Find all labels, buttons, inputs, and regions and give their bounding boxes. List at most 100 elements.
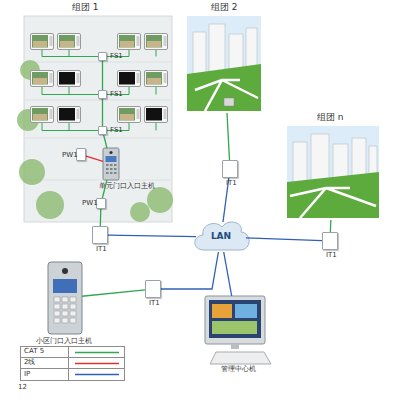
pc-screen-window bbox=[235, 304, 257, 318]
device-label: PW1 bbox=[62, 152, 78, 160]
floor-switch: FS1 bbox=[98, 126, 107, 135]
legend-cell: IP bbox=[21, 369, 69, 380]
indoor-monitor bbox=[118, 71, 141, 87]
network-cable bbox=[102, 61, 103, 90]
legend-sample bbox=[69, 348, 124, 357]
lawn bbox=[287, 172, 379, 218]
key bbox=[110, 164, 113, 166]
key bbox=[62, 297, 68, 302]
trees bbox=[17, 60, 173, 222]
gate-station-keypad bbox=[54, 297, 76, 323]
footpath bbox=[290, 188, 376, 218]
legend-table: CAT 5 2线 IP bbox=[20, 346, 125, 381]
indoor-monitor bbox=[145, 107, 168, 123]
cat5-wire bbox=[42, 87, 98, 95]
legend-line-sample bbox=[75, 362, 119, 364]
ip-converter: IT1 bbox=[222, 160, 238, 178]
ip-converter: IT1 bbox=[145, 280, 161, 298]
legend-sample-cell bbox=[69, 369, 124, 380]
key bbox=[54, 318, 60, 323]
apartment-block bbox=[193, 32, 206, 74]
apartment-block bbox=[209, 24, 225, 74]
key bbox=[70, 311, 76, 316]
facade-line bbox=[24, 180, 172, 181]
network-cable bbox=[227, 113, 230, 160]
apartment-block bbox=[293, 142, 307, 182]
region-title: 组团 2 bbox=[211, 3, 238, 13]
region-title: 组团 1 bbox=[72, 3, 99, 13]
network-cable bbox=[224, 252, 232, 296]
indoor-monitor bbox=[31, 107, 54, 123]
indoor-monitor bbox=[31, 71, 54, 87]
tree bbox=[19, 159, 45, 185]
sky bbox=[287, 126, 379, 218]
device-label: 单元门口入口主机 bbox=[99, 183, 155, 191]
key bbox=[110, 172, 113, 174]
legend-line-sample bbox=[75, 374, 119, 376]
key bbox=[62, 318, 68, 323]
floor-switch: FS1 bbox=[98, 90, 107, 99]
legend-row: 2线 bbox=[21, 358, 124, 369]
legend-text: CAT 5 bbox=[24, 348, 44, 356]
sky bbox=[187, 16, 261, 111]
legend-text: IP bbox=[24, 371, 30, 379]
door-station-display bbox=[106, 156, 117, 162]
legend-sample-cell bbox=[69, 358, 124, 368]
cat5-wire bbox=[42, 123, 98, 131]
tree bbox=[36, 191, 64, 219]
legend-row: CAT 5 bbox=[21, 347, 124, 358]
legend-cell: CAT 5 bbox=[21, 347, 69, 357]
pc-monitor-frame bbox=[205, 296, 265, 344]
key bbox=[54, 304, 60, 309]
cluster-region: 组团 2 bbox=[185, 2, 263, 113]
device-label: IT1 bbox=[149, 300, 160, 308]
key bbox=[62, 304, 68, 309]
key bbox=[106, 168, 109, 170]
indoor-monitor bbox=[145, 34, 168, 50]
legend-sample bbox=[69, 370, 124, 379]
keyboard bbox=[210, 352, 271, 364]
key bbox=[106, 164, 109, 166]
network-cable bbox=[86, 156, 103, 161]
apartment-block bbox=[333, 144, 348, 180]
power-supply: PW1 bbox=[96, 198, 106, 209]
device-label: FS1 bbox=[110, 127, 123, 135]
device-label: IT1 bbox=[226, 180, 237, 188]
network-cable bbox=[100, 209, 102, 226]
device-label: 管理中心机 bbox=[221, 366, 256, 374]
device-label: LAN bbox=[211, 232, 231, 242]
facade-line bbox=[24, 100, 172, 101]
network-cable bbox=[108, 235, 196, 236]
key bbox=[70, 304, 76, 309]
key bbox=[70, 318, 76, 323]
network-cable bbox=[246, 238, 322, 241]
indoor-monitor bbox=[145, 71, 168, 87]
unit-door-station: 单元门口入口主机 bbox=[103, 148, 119, 180]
tree bbox=[147, 187, 173, 213]
gate-station-body bbox=[48, 262, 82, 334]
pc-stand bbox=[231, 344, 239, 349]
legend-row: IP bbox=[21, 369, 124, 380]
legend-cell: 2线 bbox=[21, 358, 69, 368]
gate-station-display bbox=[53, 279, 77, 293]
legend-sample bbox=[69, 359, 124, 368]
cat5-wire bbox=[42, 50, 98, 57]
ip-converter: IT1 bbox=[322, 232, 338, 250]
door-station-body bbox=[103, 148, 119, 180]
indoor-monitor bbox=[118, 34, 141, 50]
region-title: 组团 n bbox=[317, 113, 344, 123]
door-station-keypad bbox=[106, 164, 117, 174]
pc-screen-window bbox=[212, 321, 257, 334]
device-label: 小区门口入口主机 bbox=[36, 338, 92, 346]
gate-station: 小区门口入口主机 bbox=[48, 262, 82, 334]
management-pc: 管理中心机 bbox=[205, 296, 271, 366]
indoor-monitor bbox=[58, 71, 81, 87]
pc-screen-window bbox=[212, 304, 232, 318]
facade-line bbox=[24, 138, 172, 139]
facade-line bbox=[24, 62, 172, 63]
device-label: FS1 bbox=[110, 53, 123, 61]
legend-sample-cell bbox=[69, 347, 124, 357]
network-cable bbox=[102, 99, 103, 126]
